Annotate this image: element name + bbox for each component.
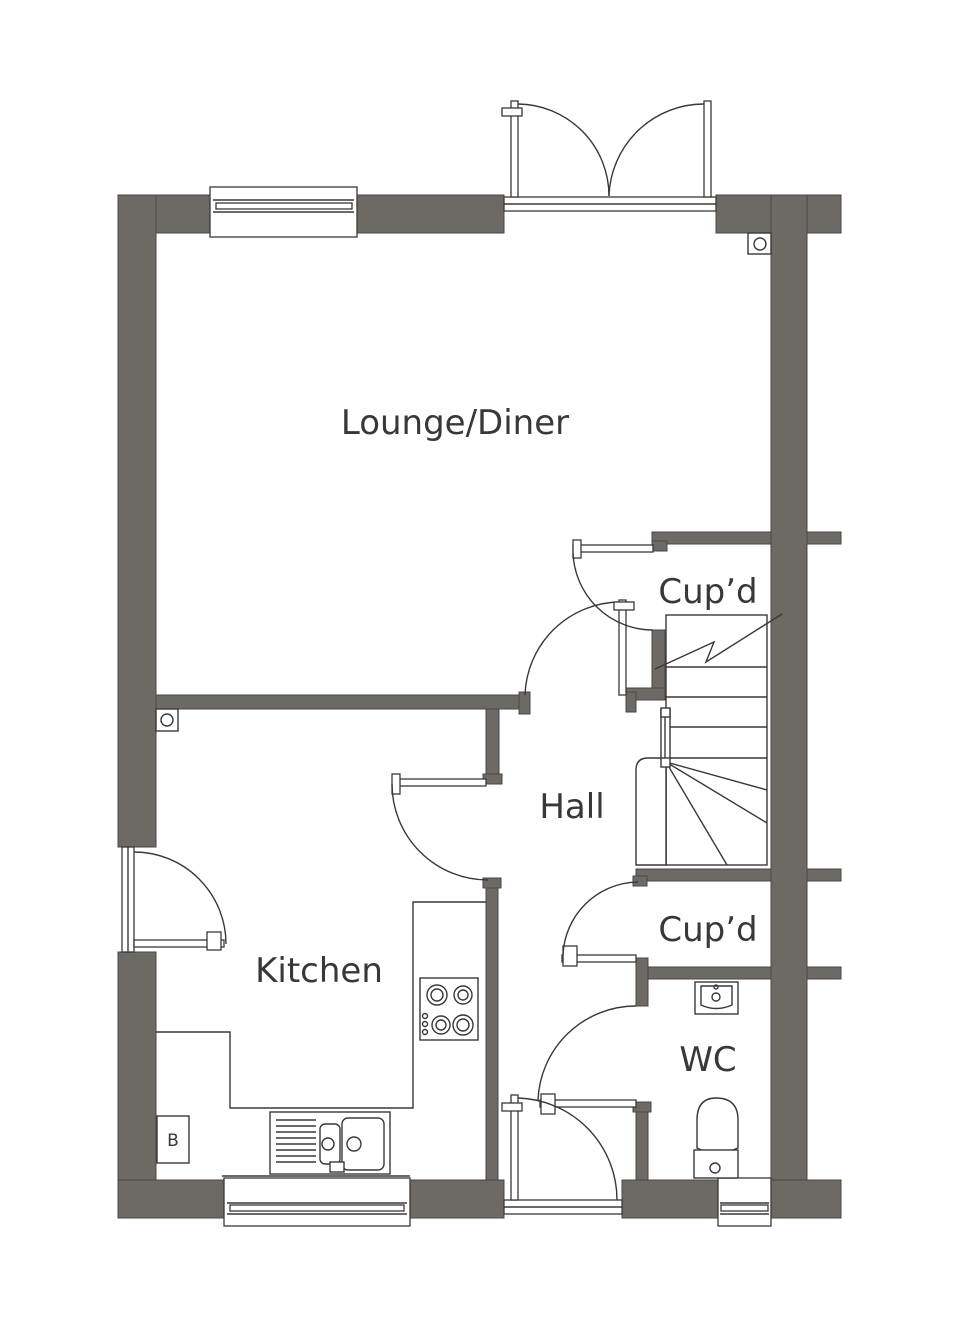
detector-lounge — [747, 232, 772, 255]
label-wc: WC — [679, 1040, 736, 1080]
wall-stub-right-3 — [806, 966, 842, 980]
door-kitchen-side — [121, 846, 227, 953]
wall-stub-right-2 — [806, 868, 842, 882]
door-lounge-hall — [524, 599, 635, 696]
wall-kitchen-hall-bottom — [485, 879, 499, 1181]
label-cupd-lower: Cup’d — [658, 910, 757, 950]
wall-bottom-right-a — [621, 1179, 719, 1219]
wall-cupd-lower-bottom — [635, 966, 772, 980]
wall-left-lower — [117, 951, 157, 1219]
wall-cupd-lower-top-cap — [632, 875, 648, 887]
wall-cupd-top-end — [651, 540, 668, 552]
wall-wc-pier — [635, 1101, 649, 1181]
label-kitchen: Kitchen — [255, 951, 383, 991]
wall-stub-right-1 — [806, 531, 842, 545]
wall-bottom-left — [117, 1179, 225, 1219]
wall-right — [770, 194, 808, 1219]
wall-cupd-lower-pier — [635, 957, 649, 1007]
french-doors — [501, 100, 717, 212]
wall-kitchen-hall-bottom-cap — [482, 877, 502, 889]
label-lounge-diner: Lounge/Diner — [341, 403, 569, 443]
wc-toilet — [693, 1097, 739, 1179]
window-wc-bottom — [717, 1177, 772, 1227]
wall-kitchen-hall-top — [485, 708, 500, 782]
door-cupd-lower — [561, 881, 639, 967]
wall-bottom-mid — [409, 1179, 505, 1219]
hob — [419, 977, 479, 1041]
wall-top-mid — [356, 194, 505, 234]
label-cupd-upper: Cup’d — [658, 572, 757, 612]
room-labels: Lounge/Diner Cup’d Hall Cup’d Kitchen WC — [255, 403, 758, 1080]
door-wc — [537, 1005, 637, 1115]
door-kitchen — [391, 773, 489, 881]
wall-lounge-kitchen — [155, 694, 526, 710]
doors — [121, 100, 717, 1215]
wall-cupd-top — [651, 531, 772, 545]
windows — [209, 186, 772, 1227]
staircase — [635, 613, 783, 866]
wall-left-upper — [117, 194, 157, 848]
walls — [117, 194, 842, 1219]
boiler-label: B — [167, 1131, 179, 1151]
window-lounge-top — [209, 186, 358, 238]
kitchen-fittings: B — [156, 901, 486, 1177]
wall-cupd-lower-top — [635, 868, 772, 882]
detector-kitchen — [155, 708, 179, 732]
sink — [269, 1111, 391, 1175]
wall-cupd-foot-end — [625, 691, 637, 713]
window-kitchen-bottom — [223, 1177, 411, 1227]
wc-basin — [694, 981, 739, 1015]
wall-bottom-right-b — [770, 1179, 842, 1219]
wall-lounge-kitchen-end — [518, 691, 531, 715]
label-hall: Hall — [539, 787, 604, 827]
boiler: B — [156, 1115, 190, 1164]
door-cupd-upper — [572, 539, 654, 631]
kitchen-worktop — [156, 901, 486, 1109]
door-front — [501, 1094, 623, 1215]
